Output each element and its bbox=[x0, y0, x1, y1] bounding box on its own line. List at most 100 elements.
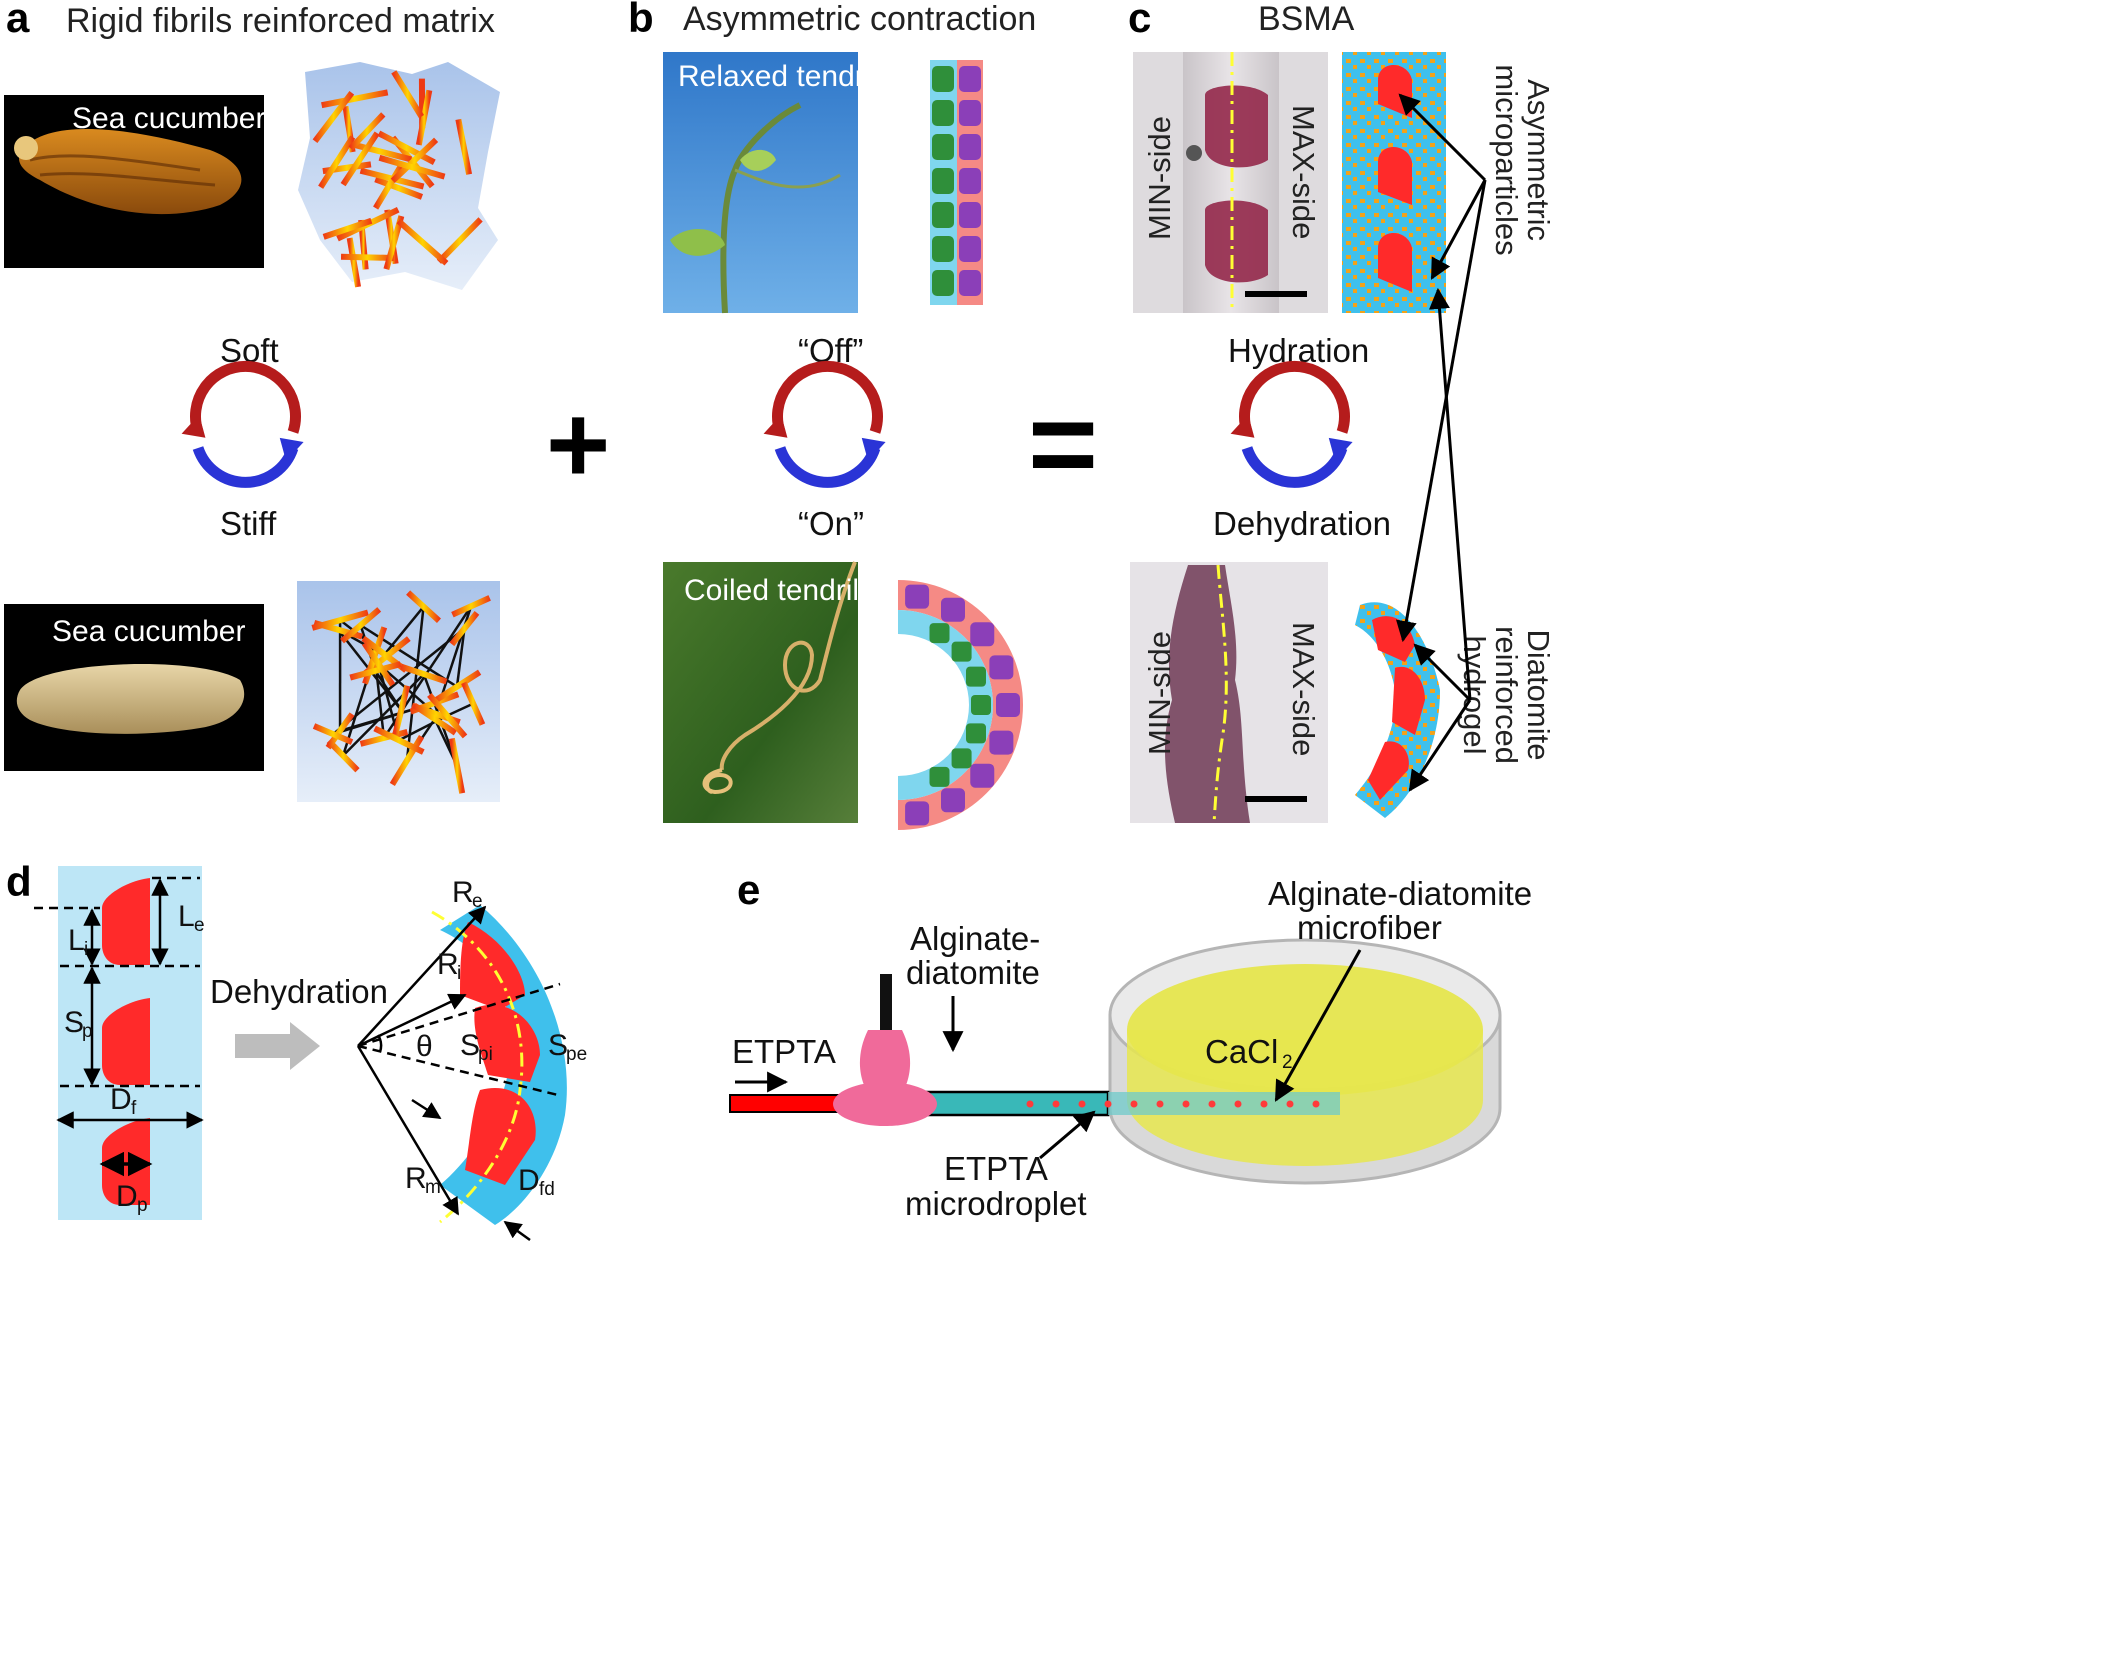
purple-cell bbox=[970, 763, 995, 788]
cacl2-label: CaCl bbox=[1205, 1033, 1278, 1070]
fibril bbox=[432, 669, 482, 704]
microdroplet bbox=[1234, 1100, 1242, 1108]
label-S-sub-p: p bbox=[82, 1021, 93, 1042]
fibril bbox=[455, 118, 473, 175]
label-R-i: R bbox=[437, 948, 459, 981]
label-S-sub-pe: pe bbox=[566, 1044, 587, 1065]
label-D-fd: D bbox=[518, 1164, 540, 1197]
purple-cell bbox=[959, 236, 981, 262]
label-R-sub-m: m bbox=[425, 1177, 441, 1198]
bsma-micrograph-dehydrated: MIN-side MAX-side bbox=[1130, 562, 1328, 824]
fibril bbox=[391, 70, 425, 119]
fibril bbox=[378, 154, 446, 180]
bsma-micrograph-hydrated: MIN-side MAX-side bbox=[1133, 52, 1328, 313]
green-cell bbox=[971, 695, 991, 715]
stiff-fibril-matrix bbox=[297, 581, 500, 802]
fibril bbox=[412, 702, 458, 736]
crosslink bbox=[359, 624, 458, 688]
fiber-label-line2: microfiber bbox=[1297, 909, 1442, 946]
microdroplet bbox=[1104, 1100, 1112, 1108]
panel-b: b Asymmetric contraction Relaxed tendril… bbox=[628, 0, 1036, 830]
label-S: S bbox=[64, 1006, 84, 1039]
bilayer-straight bbox=[930, 60, 983, 305]
purple-cell bbox=[905, 801, 930, 826]
green-cell bbox=[932, 202, 954, 228]
crosslink bbox=[332, 627, 466, 736]
fibril bbox=[392, 685, 411, 736]
purple-cell bbox=[989, 655, 1014, 680]
microdroplet bbox=[1052, 1100, 1060, 1108]
fibril bbox=[373, 163, 405, 210]
cacl2-subscript: 2 bbox=[1282, 1052, 1293, 1073]
label-L-e: L bbox=[178, 900, 195, 933]
label-S-pi: S bbox=[460, 1029, 480, 1062]
label-L-sub-e: e bbox=[194, 915, 205, 936]
fibril bbox=[340, 607, 382, 644]
cycle-arrows-c bbox=[1230, 360, 1353, 488]
annotation-asymmetric: Asymmetric bbox=[1521, 79, 1556, 241]
bilayer-bent bbox=[898, 580, 1023, 830]
fibril bbox=[427, 692, 468, 739]
fibril bbox=[400, 663, 448, 685]
dehydration-arrow: Dehydration bbox=[210, 973, 388, 1070]
microdroplet bbox=[1182, 1100, 1190, 1108]
cycle-arrows-a bbox=[181, 360, 304, 488]
off-on-cycle: “Off” “On” bbox=[763, 332, 886, 542]
fibril bbox=[396, 218, 449, 266]
label-L: L bbox=[68, 924, 85, 957]
annotation-diatomite-hydrogel: Diatomite reinforced hydrogel bbox=[1408, 287, 1556, 792]
purple-cell bbox=[941, 788, 965, 813]
crosslink bbox=[383, 605, 425, 656]
equals-sign: = bbox=[1028, 377, 1098, 511]
fibril bbox=[318, 135, 356, 189]
soft-stiff-cycle: Soft Stiff bbox=[181, 332, 304, 542]
microdroplet bbox=[1312, 1100, 1320, 1108]
alginate-inlet bbox=[833, 974, 937, 1126]
purple-cell bbox=[970, 622, 995, 647]
etpta-inlet-label: ETPTA bbox=[732, 1033, 836, 1070]
label-D-p: D bbox=[116, 1180, 138, 1213]
annotation-microparticles: microparticles bbox=[1489, 64, 1524, 255]
panel-b-title: Asymmetric contraction bbox=[683, 0, 1036, 38]
label-R-e: R bbox=[452, 876, 474, 909]
cycle-label-stiff: Stiff bbox=[220, 505, 277, 542]
panel-a-title: Rigid fibrils reinforced matrix bbox=[66, 2, 495, 40]
label-S-pe: S bbox=[548, 1029, 568, 1062]
purple-cell bbox=[905, 584, 930, 609]
fibril bbox=[346, 140, 413, 163]
purple-cell bbox=[959, 66, 981, 92]
plus-sign: + bbox=[546, 383, 610, 506]
crosslink bbox=[342, 673, 425, 757]
fibril bbox=[340, 131, 380, 187]
relaxed-tendril-photo: Relaxed tendril bbox=[663, 52, 878, 314]
cycle-label-on: “On” bbox=[798, 505, 864, 542]
bsma-schematic-straight bbox=[1342, 52, 1446, 313]
max-side-label-bottom: MAX-side bbox=[1286, 622, 1321, 756]
panel-e-letter: e bbox=[737, 866, 760, 913]
panel-d-letter: d bbox=[6, 858, 32, 905]
fibril bbox=[436, 217, 483, 264]
annotation-asymmetric-microparticles: Asymmetric microparticles bbox=[1395, 64, 1556, 643]
droplet-label-line2: microdroplet bbox=[905, 1185, 1087, 1222]
green-cell bbox=[932, 100, 954, 126]
purple-cell bbox=[959, 100, 981, 126]
annotation-reinforced: reinforced bbox=[1489, 626, 1524, 764]
hydration-cycle: Hydration Dehydration bbox=[1213, 332, 1391, 542]
fibril bbox=[361, 641, 396, 687]
fibril bbox=[359, 729, 409, 747]
fibril bbox=[461, 681, 486, 726]
cacl2-bath: CaCl 2 bbox=[1108, 938, 1502, 1185]
green-cell bbox=[929, 623, 950, 644]
straight-fiber-schematic: L i L e S p D f D p bbox=[34, 866, 205, 1220]
label-R-m: R bbox=[405, 1162, 427, 1195]
microdroplet bbox=[1208, 1100, 1216, 1108]
photo-label-sea-cucumber-soft: Sea cucumber bbox=[72, 102, 265, 135]
alginate-label-line1: Alginate- bbox=[910, 920, 1040, 957]
fibril bbox=[348, 112, 386, 151]
label-R-sub-e: e bbox=[472, 891, 483, 912]
droplet-label-line1: ETPTA bbox=[944, 1150, 1048, 1187]
bent-fiber-schematic: R e R i θ S pi S pe R m D fd bbox=[356, 876, 587, 1242]
label-D-sub-f: f bbox=[131, 1098, 137, 1119]
label-R-sub-i: i bbox=[457, 963, 461, 984]
